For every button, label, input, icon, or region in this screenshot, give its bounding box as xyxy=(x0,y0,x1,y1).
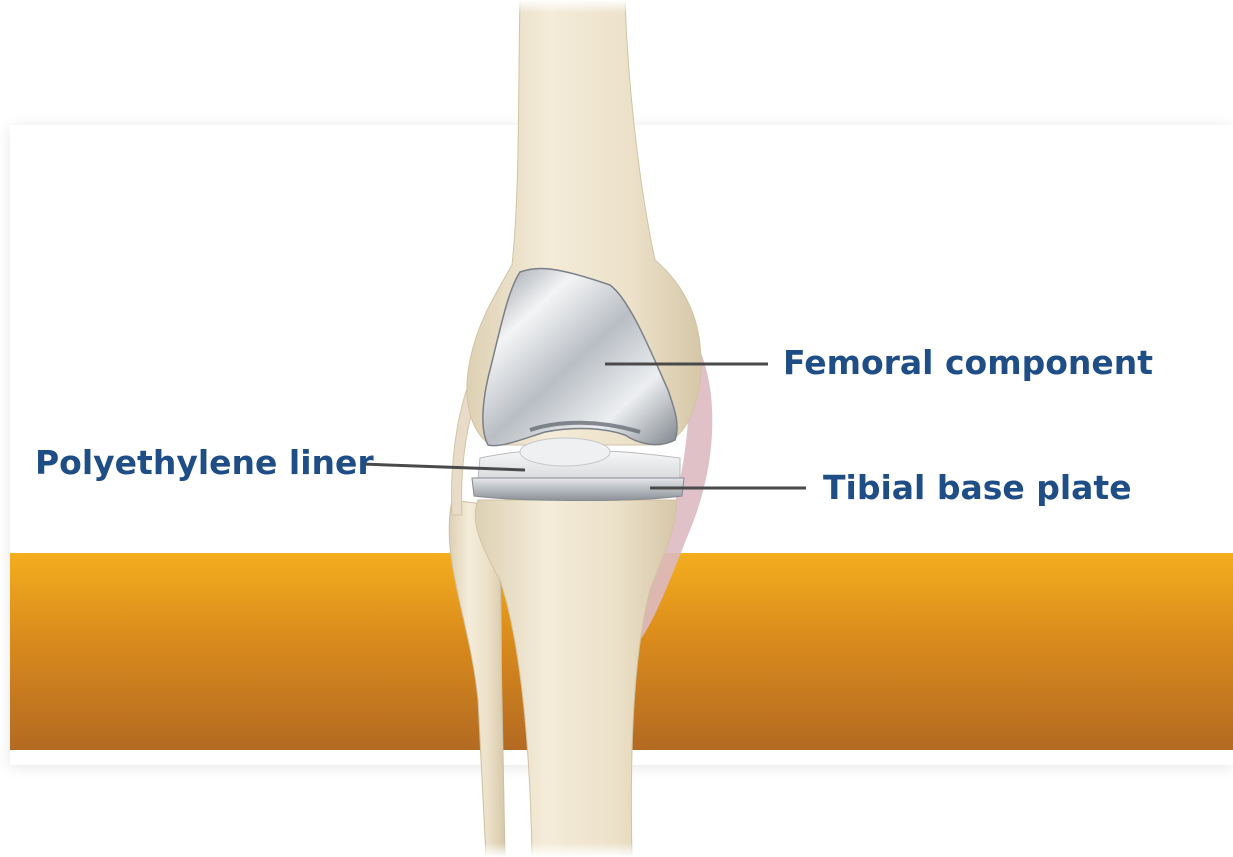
label-polyethylene-liner: Polyethylene liner xyxy=(35,443,374,483)
label-tibial-base-plate: Tibial base plate xyxy=(823,468,1132,508)
label-femoral-component: Femoral component xyxy=(783,343,1153,383)
